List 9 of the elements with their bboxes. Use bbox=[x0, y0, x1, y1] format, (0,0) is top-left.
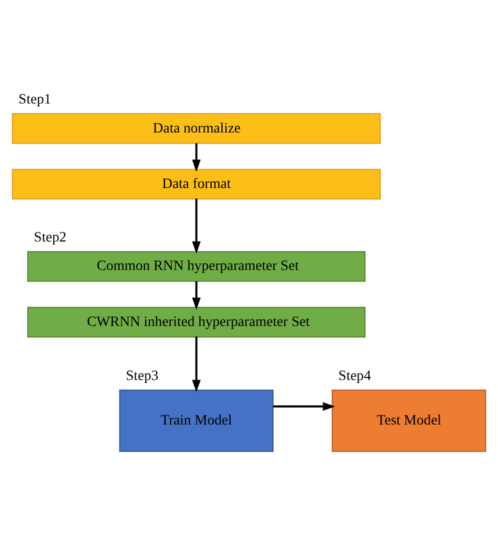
arrow bbox=[192, 198, 201, 254]
node-label: Step3 bbox=[126, 368, 158, 384]
node-label: Step1 bbox=[18, 92, 52, 108]
node-label: Step2 bbox=[34, 230, 66, 246]
arrow bbox=[192, 281, 201, 310]
arrow bbox=[192, 143, 201, 172]
arrow bbox=[273, 402, 336, 411]
node-label: Step4 bbox=[338, 368, 371, 384]
arrow bbox=[192, 336, 201, 392]
